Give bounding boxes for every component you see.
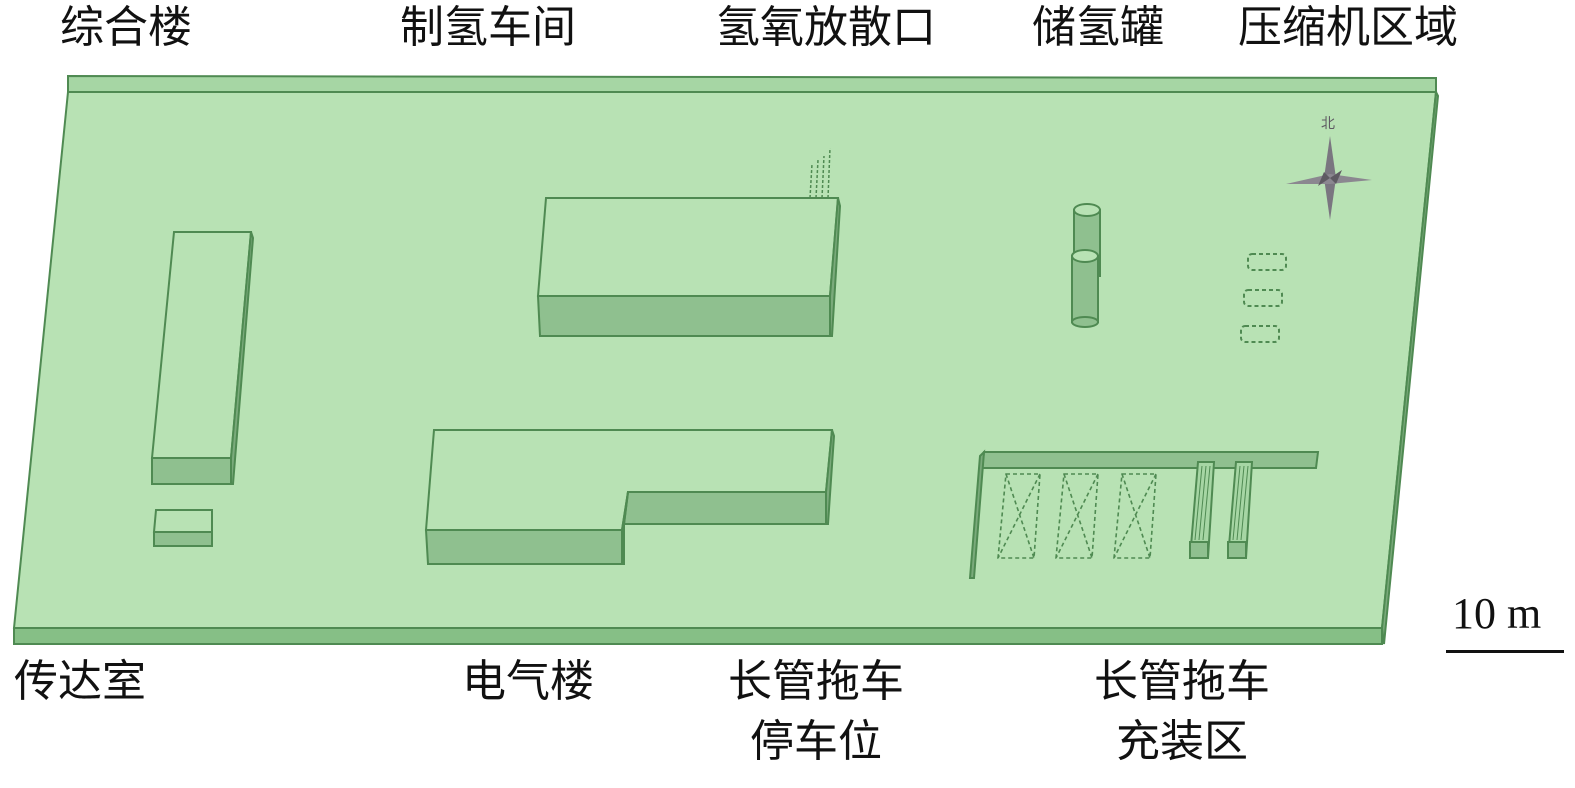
compass-rose xyxy=(1286,136,1372,220)
compressor-units xyxy=(1240,253,1287,343)
complex-building-block xyxy=(150,231,255,485)
label-compressor-area: 压缩机区域 xyxy=(1238,2,1458,53)
label-trailer-parking: 长管拖车 停车位 xyxy=(706,652,926,772)
trailer-parking-bays xyxy=(997,473,1157,559)
label-guard-room: 传达室 xyxy=(14,656,146,707)
label-trailer-parking-line2: 停车位 xyxy=(750,716,882,767)
label-trailer-parking-line1: 长管拖车 xyxy=(728,656,904,707)
label-complex-building: 综合楼 xyxy=(60,2,192,53)
scale-label: 10 m xyxy=(1452,589,1542,638)
compass-north-label: 北 xyxy=(1321,116,1335,132)
filling-area xyxy=(968,449,1320,579)
label-vent-outlet: 氢氧放散口 xyxy=(716,2,936,53)
label-trailer-filling-line2: 充装区 xyxy=(1116,716,1248,767)
label-hydrogen-tank: 储氢罐 xyxy=(1032,2,1164,53)
electrical-building-block xyxy=(424,429,836,565)
label-trailer-filling-line1: 长管拖车 xyxy=(1094,656,1270,707)
label-electrical-building: 电气楼 xyxy=(462,656,594,707)
label-trailer-filling: 长管拖车 充装区 xyxy=(1072,652,1292,772)
label-hydrogen-workshop: 制氢车间 xyxy=(400,2,576,53)
scale-bar xyxy=(1446,650,1564,653)
vent-pipes xyxy=(809,147,831,199)
guard-room-block xyxy=(152,509,213,547)
hydrogen-workshop-block xyxy=(536,197,842,337)
filling-posts xyxy=(1188,461,1254,559)
hydrogen-tanks xyxy=(1071,203,1101,328)
